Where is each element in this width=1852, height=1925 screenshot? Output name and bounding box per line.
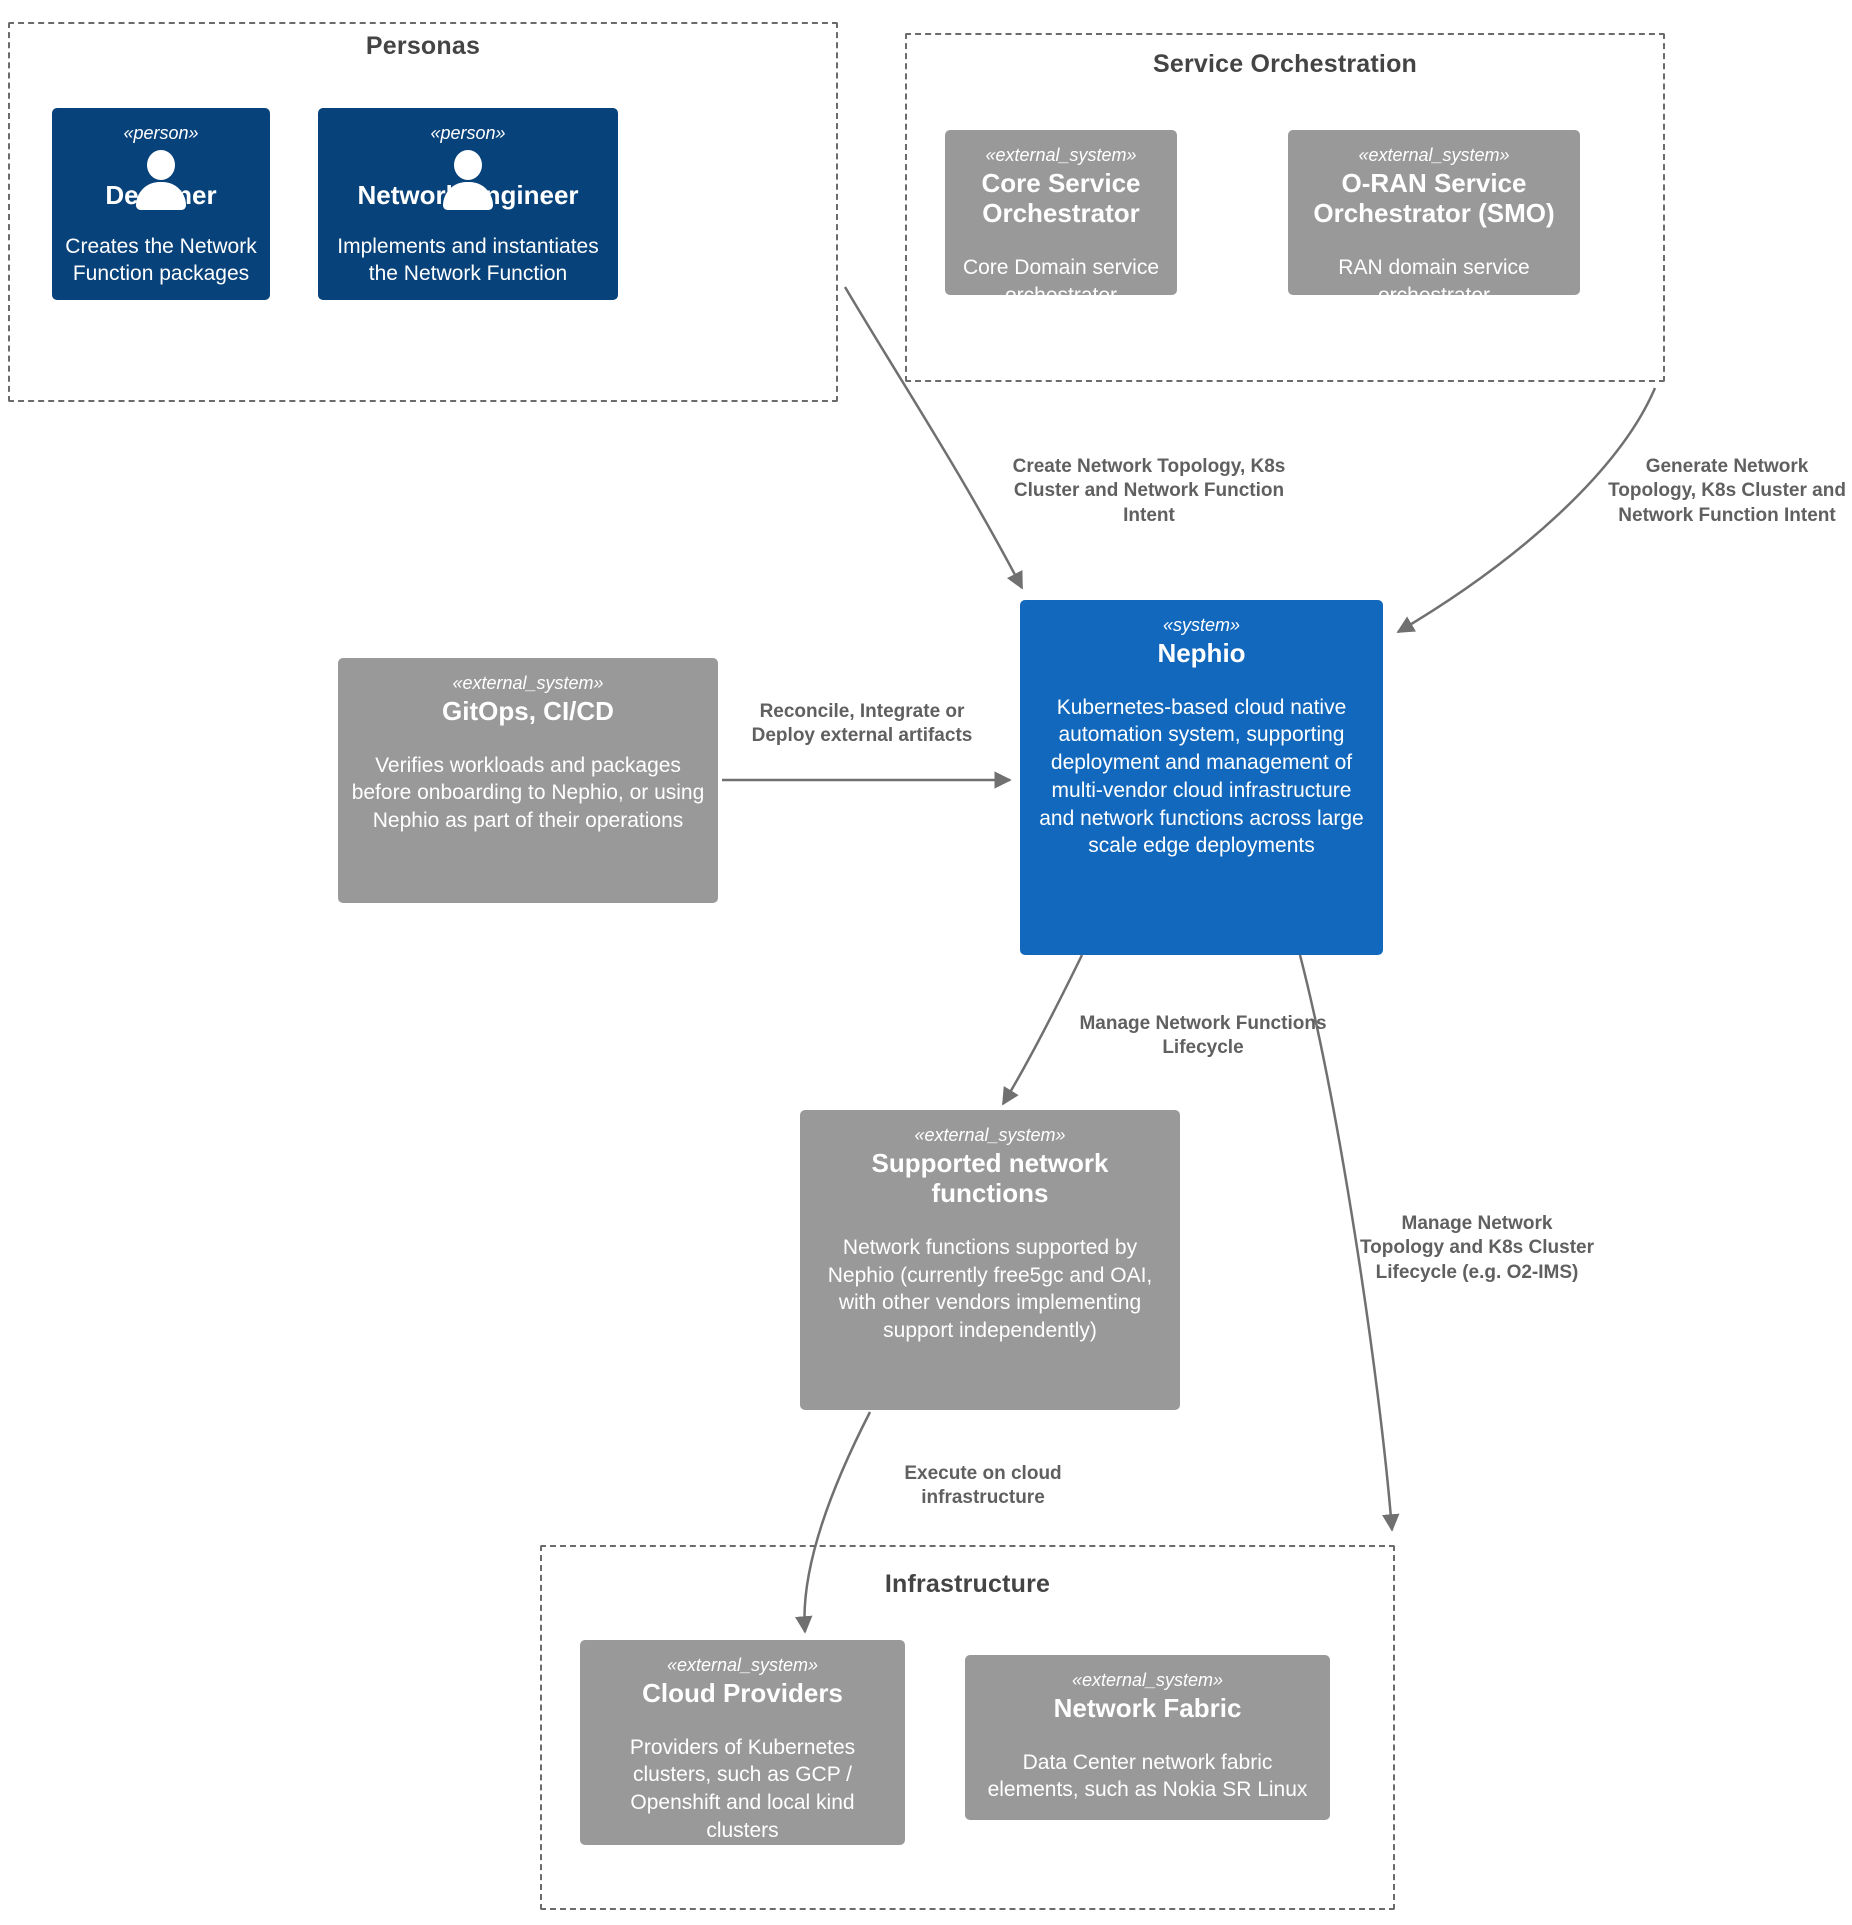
person-icon <box>440 149 496 210</box>
gitops-name: GitOps, CI/CD <box>442 695 614 726</box>
boundary-infrastructure <box>540 1545 1395 1910</box>
nephio-stereotype: «system» <box>1162 615 1241 635</box>
cloud-providers-description: Providers of Kubernetes clusters, such a… <box>629 1735 856 1842</box>
node-cloud-providers[interactable]: «external_system» Cloud Providers Provid… <box>580 1640 905 1845</box>
supported-network-functions-stereotype: «external_system» <box>914 1125 1066 1145</box>
boundary-infrastructure-title: Infrastructure <box>884 1570 1051 1598</box>
oran-service-orchestrator-description: RAN domain service orchestrator <box>1338 255 1530 307</box>
gitops-description: Verifies workloads and packages before o… <box>351 753 705 833</box>
network-fabric-name: Network Fabric <box>1053 1692 1242 1723</box>
node-network-fabric[interactable]: «external_system» Network Fabric Data Ce… <box>965 1655 1330 1820</box>
edge-label-nephio-to-infrastructure: Manage Network Topology and K8s Cluster … <box>1359 1213 1594 1283</box>
edge-label-gitops-to-nephio: Reconcile, Integrate or Deploy external … <box>751 701 973 747</box>
network-engineer-description: Implements and instantiates the Network … <box>337 234 599 286</box>
designer-stereotype: «person» <box>123 123 199 143</box>
edge-label-smo-to-nephio: Generate Network Topology, K8s Cluster a… <box>1608 456 1846 526</box>
node-core-service-orchestrator[interactable]: «external_system» Core Service Orchestra… <box>945 130 1177 307</box>
boundary-personas-title: Personas <box>365 32 481 60</box>
core-service-orchestrator-stereotype: «external_system» <box>985 145 1137 165</box>
core-service-orchestrator-name: Core Service Orchestrator <box>981 167 1141 228</box>
network-fabric-description: Data Center network fabric elements, suc… <box>987 1750 1308 1802</box>
network-engineer-stereotype: «person» <box>430 123 506 143</box>
network-fabric-stereotype: «external_system» <box>1071 1670 1224 1690</box>
edge-nephio-to-network-functions <box>1001 954 1084 1106</box>
node-network-engineer[interactable]: «person» Network Engineer Implements and… <box>318 108 618 300</box>
cloud-providers-stereotype: «external_system» <box>666 1655 819 1675</box>
edge-label-network-functions-to-cloud-providers: Execute on cloud infrastructure <box>904 1463 1062 1509</box>
node-oran-service-orchestrator[interactable]: «external_system» O-RAN Service Orchestr… <box>1288 130 1580 307</box>
nephio-name: Nephio <box>1157 637 1246 668</box>
core-service-orchestrator-description: Core Domain service orchestrator <box>962 255 1160 307</box>
boundary-service-orchestration <box>905 33 1665 382</box>
supported-network-functions-description: Network functions supported by Nephio (c… <box>827 1235 1153 1342</box>
edge-label-engineer-to-nephio: Create Network Topology, K8s Cluster and… <box>1012 456 1286 526</box>
node-designer[interactable]: «person» Designer Creates the Network Fu… <box>52 108 270 300</box>
edge-label-nephio-to-network-functions: Manage Network Functions Lifecycle <box>1079 1013 1327 1059</box>
boundary-service-orchestration-title: Service Orchestration <box>1152 50 1418 78</box>
boundary-personas <box>8 22 838 402</box>
oran-service-orchestrator-name: O-RAN Service Orchestrator (SMO) <box>1313 167 1555 228</box>
cloud-providers-name: Cloud Providers <box>642 1677 843 1708</box>
node-nephio[interactable]: «system» Nephio Kubernetes-based cloud n… <box>1020 600 1383 955</box>
gitops-stereotype: «external_system» <box>452 673 604 693</box>
node-gitops[interactable]: «external_system» GitOps, CI/CD Verifies… <box>338 658 718 903</box>
designer-description: Creates the Network Function packages <box>65 234 257 286</box>
supported-network-functions-name: Supported network functions <box>871 1147 1109 1208</box>
oran-service-orchestrator-stereotype: «external_system» <box>1358 145 1510 165</box>
node-supported-network-functions[interactable]: «external_system» Supported network func… <box>800 1110 1180 1410</box>
person-icon <box>133 149 189 210</box>
nephio-description: Kubernetes-based cloud native automation… <box>1039 695 1364 858</box>
